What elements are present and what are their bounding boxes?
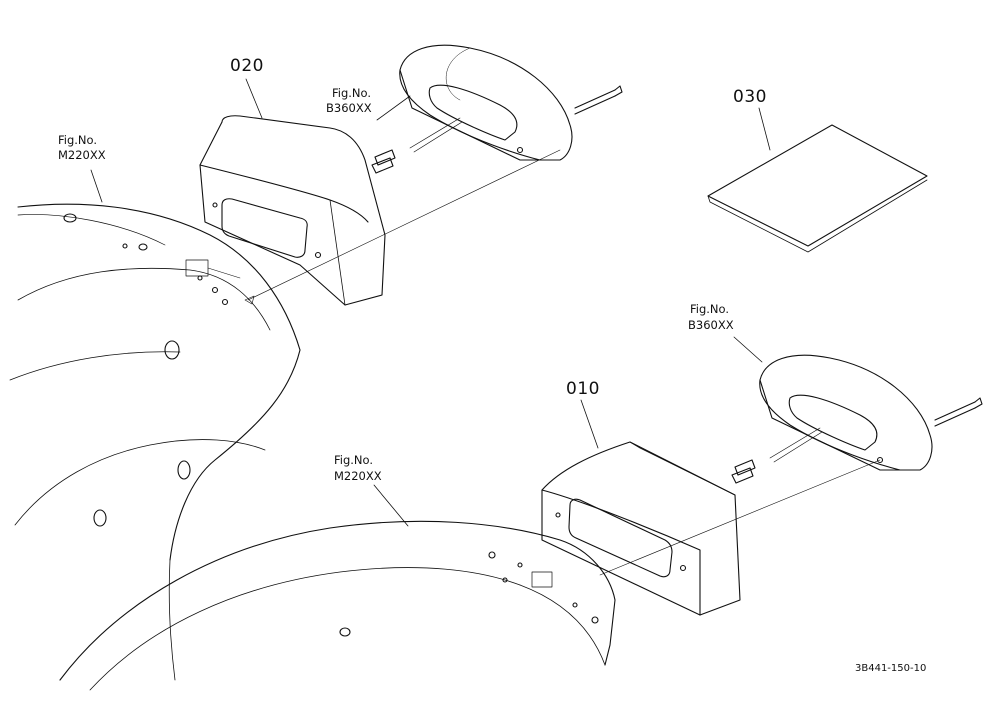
part-number-010: 010 — [566, 379, 600, 399]
fig-ref-bottom-fender-title: Fig.No. — [334, 453, 374, 467]
bracket-010 — [541, 441, 741, 616]
fig-ref-top-lamp-no: B360XX — [326, 101, 372, 115]
manual-sheet-030 — [707, 124, 928, 253]
lamp-bottom — [731, 354, 983, 484]
part-number-030: 030 — [733, 87, 767, 107]
fig-ref-bottom-fender-no: M220XX — [334, 469, 382, 483]
lower-fender — [59, 520, 616, 691]
fig-ref-right-lamp-no: B360XX — [688, 318, 734, 332]
leader-lines — [90, 78, 771, 527]
drawing-code: 3B441-150-10 — [855, 663, 927, 674]
bracket-020 — [199, 115, 386, 306]
fig-ref-right-lamp-title: Fig.No. — [690, 302, 730, 316]
fig-ref-top-fender-no: M220XX — [58, 148, 106, 162]
fig-ref-top-fender-title: Fig.No. — [58, 133, 98, 147]
upper-fender — [9, 203, 301, 681]
lamp-top — [371, 44, 623, 174]
fig-ref-top-lamp-title: Fig.No. — [332, 86, 372, 100]
part-number-020: 020 — [230, 56, 264, 76]
assembly-lines — [244, 149, 881, 576]
